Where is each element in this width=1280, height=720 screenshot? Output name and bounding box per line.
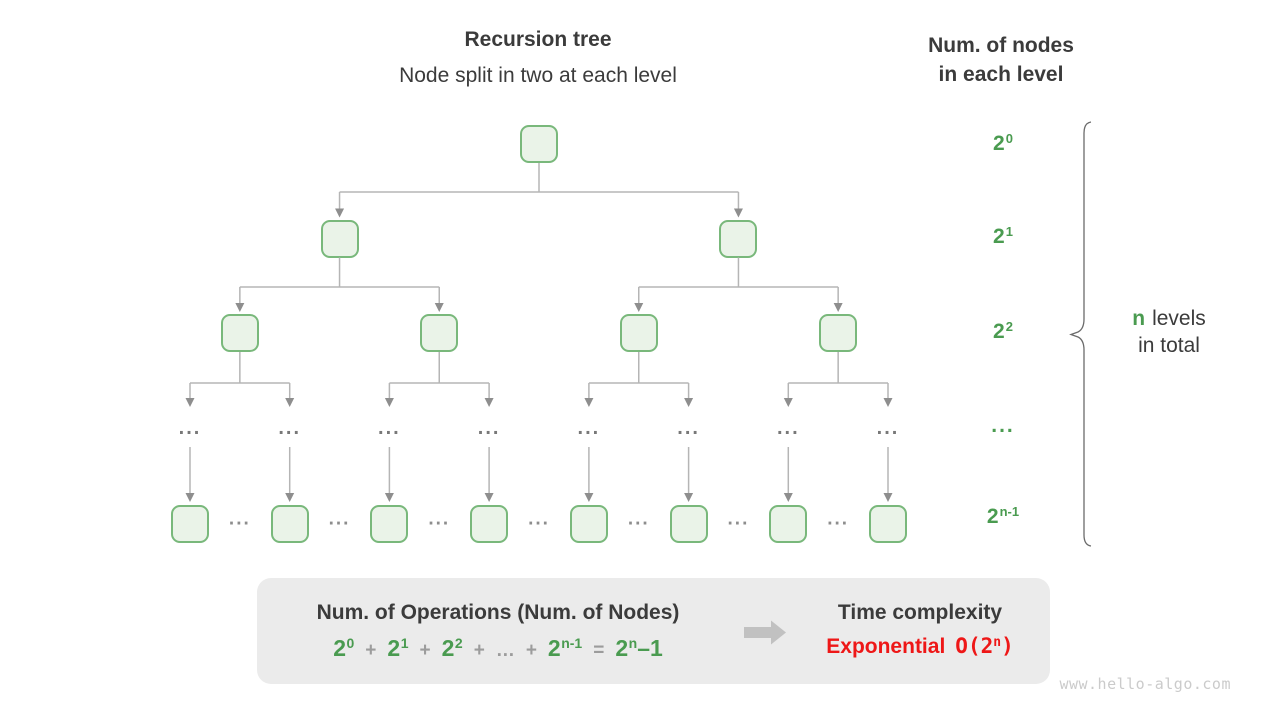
- tree-node: [171, 504, 209, 543]
- operations-formula: 20 +21 +22 + … +2n-1 = 2n–1: [292, 635, 704, 662]
- tree-node: [470, 504, 509, 543]
- formula-token: 21: [387, 635, 409, 661]
- ellipsis-row-dots: ...: [577, 416, 601, 439]
- complexity-value: Exponential O(2n): [808, 634, 1032, 659]
- diagram-title: Recursion tree: [464, 28, 612, 51]
- ellipsis-row-dots: ...: [776, 416, 800, 439]
- ellipsis-row-dots: ...: [278, 416, 302, 439]
- level-label: 21: [993, 224, 1013, 248]
- leaf-gap-dots: ...: [228, 508, 251, 530]
- level-count-header-line2: in each level: [938, 63, 1064, 86]
- tree-node: [520, 125, 558, 163]
- complexity-summary: Time complexity Exponential O(2n): [808, 601, 1032, 659]
- complexity-word: Exponential: [826, 635, 946, 658]
- level-label: 2n-1: [986, 504, 1020, 528]
- tree-node: [619, 314, 658, 352]
- tree-node: [220, 314, 259, 352]
- formula-token: 2n–1: [615, 635, 663, 661]
- n-variable: n: [1132, 307, 1146, 330]
- formula-token: …: [495, 640, 515, 661]
- level-label: ...: [991, 414, 1015, 437]
- operations-title: Num. of Operations (Num. of Nodes): [316, 601, 680, 624]
- tree-node: [420, 314, 459, 352]
- level-count-header-line1: Num. of nodes: [928, 34, 1074, 57]
- tree-node: [819, 314, 858, 352]
- formula-token: 20: [333, 635, 355, 661]
- tree-node: [869, 504, 907, 543]
- tree-node: [270, 504, 309, 543]
- leaf-gap-dots: ...: [827, 508, 850, 530]
- ellipsis-row-dots: ...: [178, 416, 202, 439]
- formula-token: =: [593, 640, 605, 661]
- leaf-gap-dots: ...: [428, 508, 451, 530]
- leaf-gap-dots: ...: [627, 508, 650, 530]
- level-label: 22: [993, 319, 1013, 343]
- ellipsis-row-dots: ...: [876, 416, 900, 439]
- formula-token: +: [473, 640, 485, 661]
- summary-box: [257, 578, 1050, 684]
- operations-summary: Num. of Operations (Num. of Nodes) 20 +21…: [292, 601, 704, 662]
- formula-token: +: [419, 640, 431, 661]
- ellipsis-row-dots: ...: [477, 416, 501, 439]
- leaf-gap-dots: ...: [727, 508, 750, 530]
- tree-node: [569, 504, 608, 543]
- tree-node: [370, 504, 409, 543]
- formula-token: +: [525, 640, 537, 661]
- level-count-header: Num. of nodes in each level: [901, 31, 1101, 89]
- leaf-gap-dots: ...: [528, 508, 550, 530]
- complexity-notation: O(2n): [955, 634, 1014, 658]
- formula-token: +: [365, 640, 377, 661]
- diagram-subtitle: Node split in two at each level: [399, 64, 677, 87]
- ellipsis-row-dots: ...: [677, 416, 700, 439]
- formula-token: 2n-1: [547, 635, 583, 661]
- tree-node: [320, 219, 359, 258]
- complexity-title: Time complexity: [837, 601, 1003, 624]
- levels-text: levels: [1152, 307, 1206, 330]
- tree-node: [719, 219, 758, 258]
- level-label: 20: [993, 131, 1013, 155]
- tree-node: [769, 504, 808, 543]
- watermark: www.hello-algo.com: [1059, 675, 1231, 693]
- formula-token: 22: [441, 635, 463, 661]
- ellipsis-row-dots: ...: [378, 416, 401, 439]
- tree-node: [669, 504, 708, 543]
- levels-annotation-line2: in total: [1138, 334, 1200, 357]
- leaf-gap-dots: ...: [328, 508, 351, 530]
